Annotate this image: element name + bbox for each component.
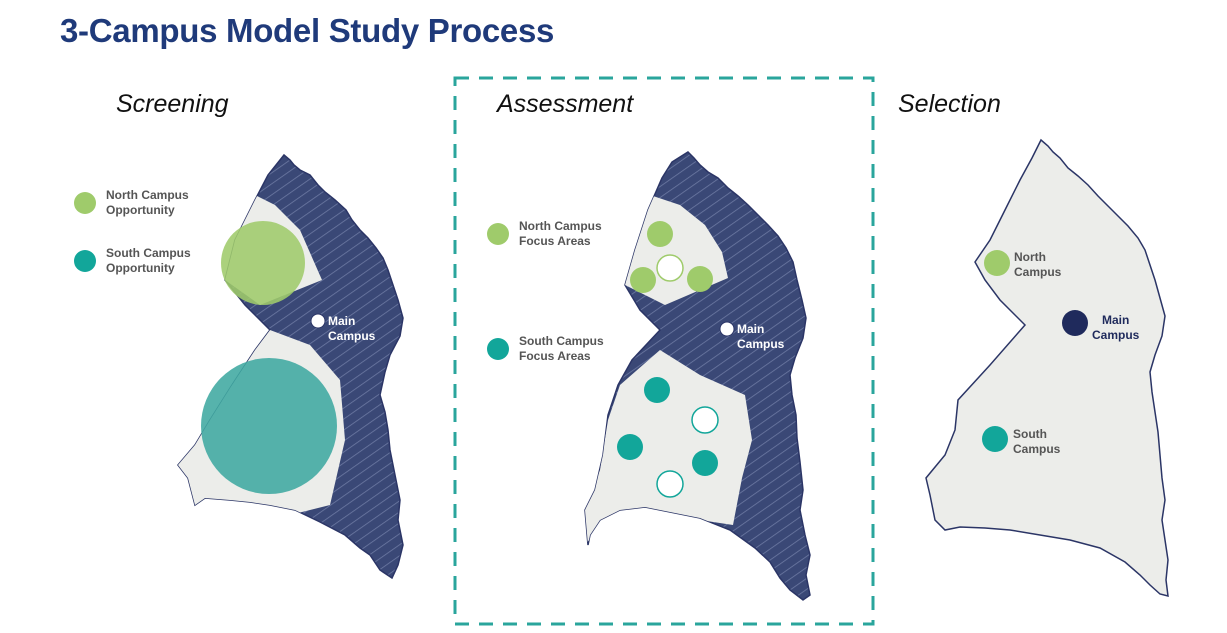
legend-north-focus-label: North Campus Focus Areas [519, 219, 602, 248]
selection-map [925, 138, 1169, 597]
panel-label-assessment: Assessment [497, 90, 634, 118]
page-title: 3-Campus Model Study Process [60, 12, 555, 49]
south-focus-area-3 [617, 434, 643, 460]
north-focus-area-4 [687, 266, 713, 292]
legend-north-opportunity: North Campus Opportunity [74, 188, 189, 218]
screening-main-campus-dot [310, 313, 326, 329]
legend-south-focus: South Campus Focus Areas [487, 334, 604, 364]
legend-north-focus-dot [487, 223, 509, 245]
legend-north-dot [74, 192, 96, 214]
south-focus-area-1 [644, 377, 670, 403]
assessment-map [584, 151, 811, 601]
north-opportunity-circle [221, 221, 305, 305]
legend-north-label: North Campus Opportunity [106, 188, 189, 217]
north-focus-area-3 [656, 254, 684, 282]
assessment-south-land [585, 350, 752, 545]
screening-main-campus-label: Main Campus [328, 314, 376, 343]
selection-south-campus-label: South Campus [1013, 427, 1061, 456]
assessment-main-campus-dot [719, 321, 735, 337]
legend-south-focus-dot [487, 338, 509, 360]
selection-north-campus-label: North Campus [1014, 250, 1062, 279]
assessment-main-campus-label: Main Campus [737, 322, 785, 351]
legend-south-label: South Campus Opportunity [106, 246, 191, 275]
legend-south-focus-label: South Campus Focus Areas [519, 334, 604, 363]
south-focus-area-4 [692, 450, 718, 476]
north-focus-area-2 [630, 267, 656, 293]
selection-main-campus-label: Main Campus [1092, 313, 1140, 342]
south-focus-area-5 [656, 470, 684, 498]
south-focus-area-2 [691, 406, 719, 434]
north-focus-area-1 [647, 221, 673, 247]
main-campus-dot [1062, 310, 1088, 336]
panel-label-selection: Selection [898, 90, 1001, 118]
panel-label-screening: Screening [116, 90, 229, 118]
south-opportunity-circle [201, 358, 337, 494]
legend-north-focus: North Campus Focus Areas [487, 219, 602, 249]
south-campus-dot [982, 426, 1008, 452]
legend-south-dot [74, 250, 96, 272]
north-campus-dot [984, 250, 1010, 276]
selection-map-outline [925, 138, 1169, 597]
legend-south-opportunity: South Campus Opportunity [74, 246, 191, 276]
screening-map [177, 153, 404, 580]
